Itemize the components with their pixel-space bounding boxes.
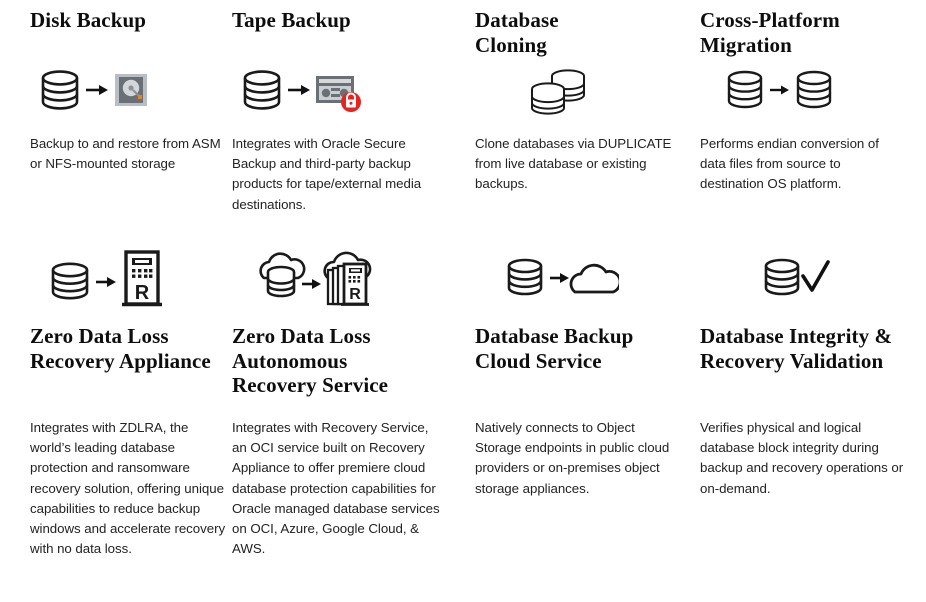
card-body: Integrates with Recovery Service, an OCI… — [232, 420, 440, 557]
card-body: Integrates with ZDLRA, the world’s leadi… — [30, 420, 226, 557]
database-to-tape-cartridge-locked-icon — [236, 66, 444, 124]
cloud-database-glyph — [259, 252, 306, 298]
card-heading: Database Cloning — [475, 8, 559, 57]
card-cross-platform-migration: Cross-Platform Migration — [700, 8, 905, 228]
card-heading: Cross-Platform Migration — [700, 8, 840, 57]
card-zero-data-loss-recovery-appliance: R Zero Data Loss Recovery Appliance Inte… — [30, 248, 230, 602]
recovery-appliance-rack-glyph: R — [122, 250, 162, 307]
cloud-database-to-cloud-recovery-appliance-icon: R — [256, 248, 444, 310]
card-disk-backup: Disk Backup — [30, 8, 230, 228]
two-databases-cloning-icon — [527, 66, 675, 124]
card-tape-backup: Tape Backup — [232, 8, 444, 228]
arrow-right-icon — [288, 85, 310, 95]
svg-text:R: R — [135, 282, 150, 304]
checkmark-glyph — [801, 260, 830, 292]
harddisk-glyph — [115, 74, 147, 106]
card-heading: Database Backup Cloud Service — [475, 324, 634, 373]
card-body: Natively connects to Object Storage endp… — [475, 420, 670, 496]
database-to-recovery-appliance-rack-icon: R — [44, 248, 230, 310]
database-to-harddisk-icon — [34, 66, 230, 124]
database-to-cloud-icon — [499, 248, 675, 310]
arrow-right-icon — [770, 85, 789, 95]
cloud-glyph — [569, 263, 619, 294]
arrow-right-icon — [96, 277, 116, 287]
database-to-database-migration-icon — [724, 66, 905, 124]
card-body: Backup to and restore from ASM or NFS-mo… — [30, 136, 221, 172]
card-heading: Zero Data Loss Recovery Appliance — [30, 324, 211, 373]
card-database-cloning: Database Cloning — [475, 8, 675, 228]
cloud-recovery-appliance-glyph: R — [323, 251, 372, 306]
card-body: Verifies physical and logical database b… — [700, 420, 904, 496]
card-heading: Disk Backup — [30, 8, 147, 32]
card-database-backup-cloud-service: Database Backup Cloud Service Natively c… — [475, 248, 675, 602]
database-checkmark-icon — [758, 248, 905, 310]
card-heading: Database Integrity & Recovery Validation — [700, 324, 893, 373]
card-body: Integrates with Oracle Secure Backup and… — [232, 136, 422, 212]
arrow-right-icon — [86, 85, 108, 95]
card-body: Clone databases via DUPLICATE from live … — [475, 136, 672, 192]
card-database-integrity-recovery-validation: Database Integrity & Recovery Validation… — [700, 248, 905, 602]
arrow-right-icon — [550, 273, 569, 283]
arrow-right-icon — [302, 279, 321, 289]
card-zero-data-loss-autonomous-recovery-service: R Zero Data Loss Autonomous Recovery Ser… — [232, 248, 444, 602]
lock-badge-icon — [341, 92, 361, 112]
svg-text:R: R — [349, 286, 361, 303]
card-body: Performs endian conversion of data files… — [700, 136, 879, 192]
card-heading: Zero Data Loss Autonomous Recovery Servi… — [232, 324, 389, 398]
card-heading: Tape Backup — [232, 8, 351, 32]
